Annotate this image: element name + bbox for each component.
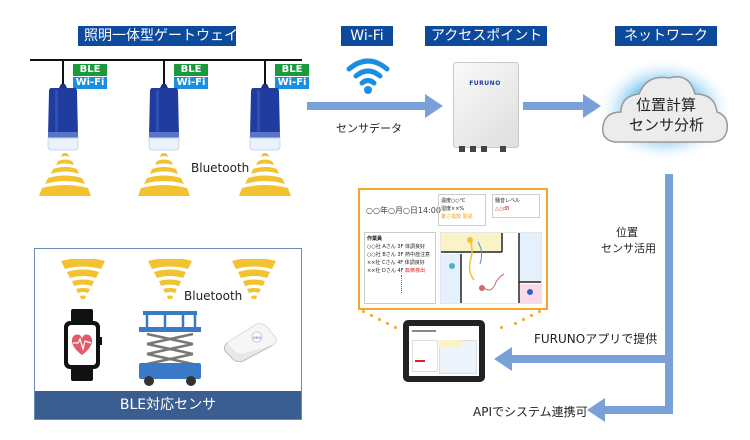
lamp-icon [148, 84, 180, 151]
ble-tag: BLE [174, 64, 208, 76]
ble-tag: BLE [275, 64, 309, 76]
env-panel: 温度○○℃ 湿度××% 暑さ指数 警戒 [438, 194, 486, 226]
workers-panel: 作業員 ○○社 Aさん 3F 体調良好 ○○社 Bさん 3F 熱中症注意 ××社… [364, 232, 436, 304]
worker-name: Cさん [381, 260, 396, 266]
wifi-tag: Wi-Fi [275, 77, 309, 89]
lamp-icon [249, 84, 281, 151]
workers-title: 作業員 [367, 236, 383, 242]
usage-label-line1: 位置 [616, 226, 638, 239]
noise-label: 騒音レベル [495, 198, 521, 204]
floor-map [440, 232, 542, 304]
api-label: APIでシステム連携可 [473, 405, 588, 419]
wifi-label: Wi-Fi [341, 26, 393, 46]
ble-sensor-label: BLE対応センサ [35, 391, 301, 419]
worker-company: ××社 [367, 260, 381, 266]
ble-tag: BLE [73, 64, 107, 76]
worker-status: 熱中症注意 [405, 252, 431, 258]
network-label: ネットワーク [615, 26, 717, 46]
sensor-data-arrow [307, 102, 427, 110]
api-arrow [603, 406, 673, 414]
worker-row: ××社 Cさん 4F 体調良好 [367, 259, 433, 267]
worker-floor: 3F [397, 252, 404, 258]
furuno-app-arrow [510, 355, 673, 363]
network-arrow [523, 102, 585, 110]
scissor-lift-icon [139, 311, 201, 386]
screen-datetime: ○○年○月○日14:00 [366, 206, 441, 215]
bluetooth-beam-icon [39, 153, 91, 196]
tablet-screen [409, 326, 479, 376]
sensor-data-label: センサデータ [336, 122, 402, 135]
tablet-icon [403, 320, 485, 382]
worker-company: ○○社 [367, 244, 381, 250]
worker-company: ○○社 [367, 252, 381, 258]
bluetooth-beam-icon [138, 153, 190, 196]
wifi-icon [346, 58, 390, 94]
worker-row: ○○社 Aさん 3F 体調良好 [367, 243, 433, 251]
worker-name: Dさん [381, 268, 396, 274]
bluetooth-beam-icon [232, 259, 276, 299]
access-point-brand: FURUNO [469, 80, 501, 87]
access-point-label: アクセスポイント [425, 26, 547, 46]
worker-status: 転倒検出 [405, 268, 426, 274]
noise-value: △△dB [495, 206, 510, 212]
worker-name: Bさん [382, 252, 396, 258]
bluetooth-label-top: Bluetooth [191, 161, 250, 175]
wifi-tag: Wi-Fi [73, 77, 107, 89]
worker-row: ○○社 Bさん 3F 熱中症注意 [367, 251, 433, 259]
wifi-tag: Wi-Fi [174, 77, 208, 89]
worker-company: ××社 [367, 268, 381, 274]
output-line [665, 174, 673, 414]
lamp-cord [62, 60, 64, 86]
lighting-rail [30, 59, 302, 61]
bluetooth-beam-icon [61, 259, 105, 299]
worker-status: 体調良好 [405, 244, 426, 250]
worker-floor: 4F [397, 268, 404, 274]
bluetooth-label-bottom: Bluetooth [184, 289, 243, 303]
smartwatch-icon [64, 309, 102, 381]
worker-name: Aさん [382, 244, 396, 250]
arrow-head-left [494, 347, 512, 371]
gateway-label: 照明一体型ゲートウェイ [78, 26, 238, 46]
more-dots [401, 275, 433, 293]
usage-label-line2: センサ活用 [601, 242, 656, 255]
device-label: XXX [253, 335, 261, 340]
worker-row: ××社 Dさん 4F 転倒検出 [367, 267, 433, 275]
env-heat-index: 暑さ指数 警戒 [441, 214, 473, 220]
lamp-icon [47, 84, 79, 151]
worker-floor: 4F [397, 260, 404, 266]
env-humidity: 湿度××% [441, 206, 465, 212]
worker-floor: 3F [397, 244, 404, 250]
lamp-cord [163, 60, 165, 86]
noise-panel: 騒音レベル △△dB [492, 194, 540, 218]
furuno-app-label: FURUNOアプリで提供 [534, 332, 658, 346]
env-temp: 温度○○℃ [441, 198, 466, 204]
cloud-text-line2: センサ分析 [629, 116, 705, 134]
bluetooth-beam-icon [239, 153, 291, 196]
ble-sensor-panel: Bluetooth XXX BLE対応センサ [34, 248, 302, 420]
bluetooth-beam-icon [148, 259, 192, 299]
dashboard-screen: ○○年○月○日14:00 温度○○℃ 湿度××% 暑さ指数 警戒 騒音レベル △… [358, 188, 548, 310]
cloud-icon [597, 58, 733, 162]
lamp-cord [264, 60, 266, 86]
arrow-head-right [425, 94, 443, 118]
arrow-head-right [583, 94, 601, 118]
arrow-head-left [587, 398, 605, 422]
ble-tag-device-icon: XXX [223, 323, 277, 363]
cloud-text-line1: 位置計算 [636, 96, 697, 114]
worker-status: 体調良好 [404, 260, 425, 266]
